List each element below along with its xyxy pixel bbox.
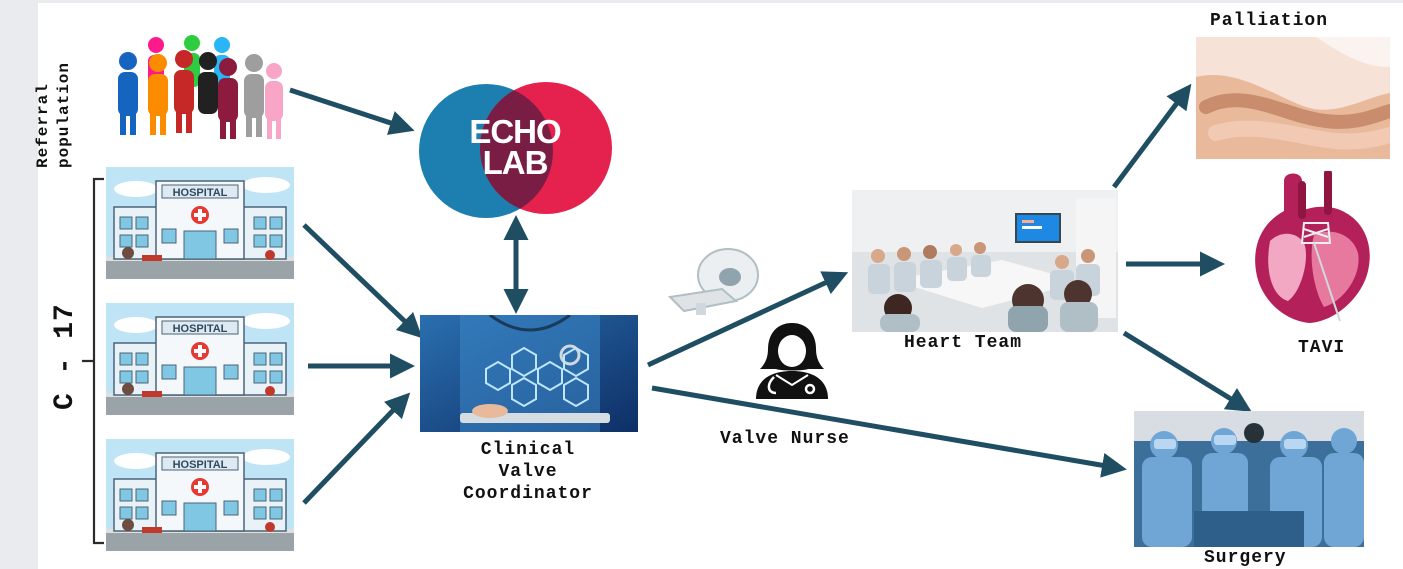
arrow-coordinator-to-heart-team — [646, 271, 849, 368]
hospital-image: HOSPITAL — [106, 167, 294, 279]
palliation-label: Palliation — [1210, 11, 1329, 31]
valve-nurse-label: Valve Nurse — [720, 429, 850, 449]
arrow-heart-team-to-palliation — [1112, 83, 1192, 189]
svg-text:HOSPITAL: HOSPITAL — [173, 323, 228, 335]
clinical-valve-coordinator-image — [420, 315, 638, 432]
arrow-referral-to-echolab — [289, 87, 415, 135]
diagram-canvas: Referral population ECHO — [34, 3, 1403, 569]
svg-text:HOSPITAL: HOSPITAL — [173, 459, 228, 471]
palliation-image — [1196, 37, 1390, 159]
arrow-hospital1-to-coordinator — [302, 223, 423, 339]
c17-label: C - 17 — [50, 303, 81, 410]
tavi-heart-image — [1244, 171, 1390, 329]
valve-nurse-icon — [756, 323, 828, 399]
tavi-label: TAVI — [1298, 338, 1346, 358]
hospital-image: HOSPITAL — [106, 439, 294, 551]
arrow-heart-team-to-surgery — [1122, 330, 1252, 412]
heart-team-image — [852, 190, 1118, 332]
heart-team-label: Heart Team — [904, 333, 1023, 353]
echo-lab-logo-text: ECHO LAB — [469, 113, 561, 181]
echo-lab-logo: ECHO LAB — [416, 78, 614, 224]
svg-text:HOSPITAL: HOSPITAL — [173, 187, 228, 199]
surgery-image — [1134, 411, 1364, 547]
hospital-bracket — [82, 177, 104, 545]
referral-population-image — [100, 31, 288, 141]
arrow-coordinator-to-surgery — [651, 385, 1127, 478]
arrow-hospital3-to-coordinator — [302, 392, 411, 505]
hospital-image: HOSPITAL — [106, 303, 294, 415]
clinical-valve-coordinator-label: Clinical Valve Coordinator — [463, 440, 593, 504]
ct-scanner-image — [667, 248, 759, 315]
referral-population-label: Referral population — [34, 61, 73, 168]
surgery-label: Surgery — [1204, 548, 1287, 568]
connector-layer — [82, 83, 1252, 545]
